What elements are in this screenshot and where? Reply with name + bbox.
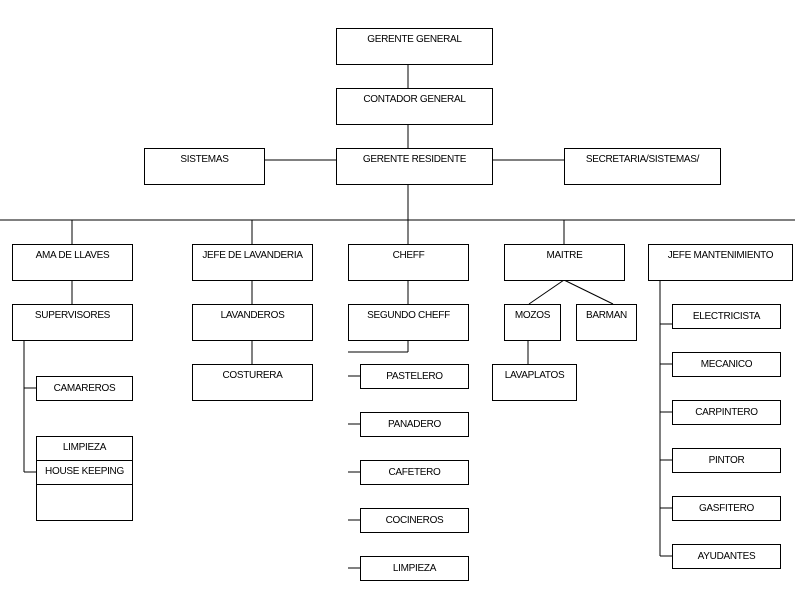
node-carpintero: CARPINTERO [672,400,781,425]
node-barman: BARMAN [576,304,637,341]
node-ayudantes: AYUDANTES [672,544,781,569]
node-secretaria: SECRETARIA/SISTEMAS/ [564,148,721,185]
cell-house-keeping: HOUSE KEEPING [37,461,132,485]
node-jefe-mantenimiento: JEFE MANTENIMIENTO [648,244,793,281]
node-pastelero: PASTELERO [360,364,469,389]
node-gasfitero: GASFITERO [672,496,781,521]
node-electricista: ELECTRICISTA [672,304,781,329]
node-cafetero: CAFETERO [360,460,469,485]
node-pintor: PINTOR [672,448,781,473]
node-maitre: MAITRE [504,244,625,281]
node-ama-de-llaves: AMA DE LLAVES [12,244,133,281]
node-limpieza-house-keeping: LIMPIEZA HOUSE KEEPING [36,436,133,521]
node-mecanico: MECANICO [672,352,781,377]
node-gerente-residente: GERENTE RESIDENTE [336,148,493,185]
node-sistemas: SISTEMAS [144,148,265,185]
node-costurera: COSTURERA [192,364,313,401]
node-contador-general: CONTADOR GENERAL [336,88,493,125]
node-cheff: CHEFF [348,244,469,281]
node-segundo-cheff: SEGUNDO CHEFF [348,304,469,341]
cell-limpieza: LIMPIEZA [37,437,132,461]
node-gerente-general: GERENTE GENERAL [336,28,493,65]
node-limpieza-cocina: LIMPIEZA [360,556,469,581]
node-lavaplatos: LAVAPLATOS [492,364,577,401]
node-panadero: PANADERO [360,412,469,437]
node-mozos: MOZOS [504,304,561,341]
node-camareros: CAMAREROS [36,376,133,401]
node-cocineros: COCINEROS [360,508,469,533]
node-supervisores: SUPERVISORES [12,304,133,341]
node-lavanderos: LAVANDEROS [192,304,313,341]
node-jefe-lavanderia: JEFE DE LAVANDERIA [192,244,313,281]
